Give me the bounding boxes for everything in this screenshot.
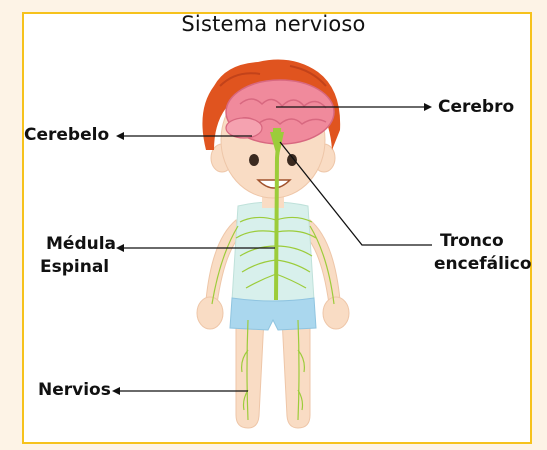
arrow-nervios — [112, 387, 120, 395]
label-medula-line1: Médula — [46, 233, 116, 256]
label-tronco-line1: Tronco — [440, 230, 504, 253]
arrow-medula — [116, 244, 124, 252]
label-tronco-line2: encefálico — [434, 253, 532, 276]
cerebellum — [226, 118, 262, 138]
label-cerebelo: Cerebelo — [24, 124, 109, 147]
shirt — [232, 202, 314, 303]
label-medula-line2: Espinal — [40, 256, 109, 279]
label-nervios: Nervios — [38, 379, 111, 402]
arrow-cerebro — [424, 103, 432, 111]
arrow-cerebelo — [116, 132, 124, 140]
label-cerebro: Cerebro — [438, 96, 514, 119]
shorts — [230, 298, 316, 330]
